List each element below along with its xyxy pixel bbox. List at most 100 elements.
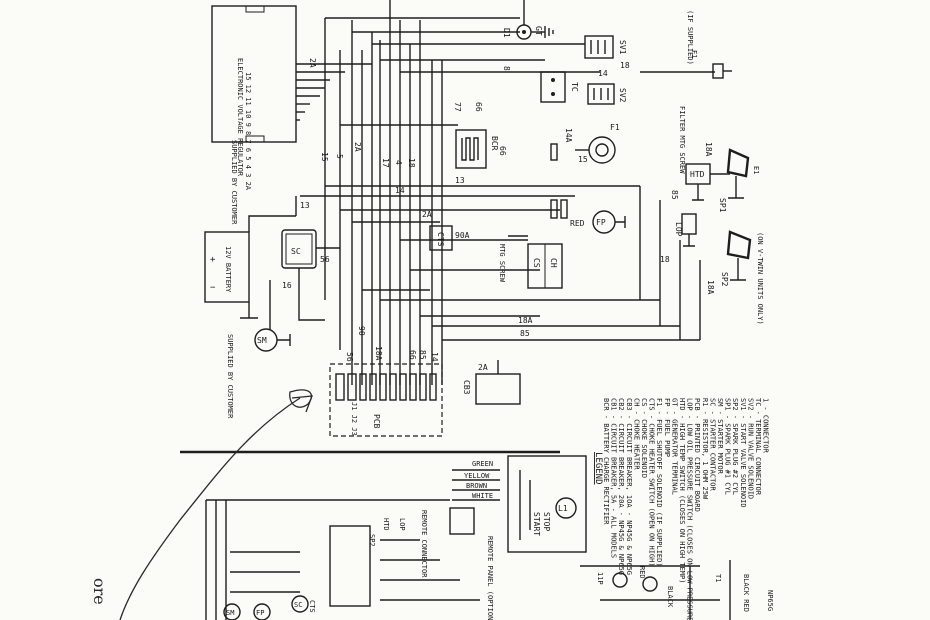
legend-item: CS - CHOKE SOLENOID [640, 398, 648, 478]
terminal-connector-tc: TC [540, 71, 579, 103]
green-wire-label: GREEN [472, 460, 493, 468]
legend-item: CB1 - CIRCUIT BREAKER, 5A - ALL MODELS [610, 398, 618, 558]
sp1-label: SP1 [718, 198, 727, 213]
printed-circuit-board: PCB J1 J2 J3 [329, 363, 443, 437]
pcb-label: PCB [372, 414, 381, 429]
battery-minus: − [210, 283, 216, 293]
wire-14-label: 14 [395, 186, 405, 195]
wire-2a-center-label: 2A [353, 142, 362, 152]
supplied-by-customer-bottom: SUPPLIED BY CUSTOMER [226, 334, 234, 419]
cb3-label: CB3 [462, 380, 471, 395]
e1-label: E1 [752, 166, 760, 174]
legend-item: 1 - CONNECTOR [762, 398, 770, 454]
supplied-by-customer-top: SUPPLIED BY CUSTOMER [230, 140, 238, 225]
yellow-wire-label: YELLOW [464, 472, 490, 480]
if-supplied-note: (IF SUPPLIED) [686, 10, 694, 65]
wire-66-lower-label: 66 [498, 146, 507, 156]
l1-label: L1 [558, 504, 568, 513]
remote-panel: L1 STOP START [507, 455, 587, 553]
wire-66-pcb-label: 66 [408, 350, 417, 360]
battery-charge-rectifier: BCR [455, 129, 499, 169]
handwritten-text: ore [90, 578, 109, 605]
sc-lower: SC [291, 595, 309, 613]
run-valve-sv2: SV2 [587, 83, 627, 105]
lop-label: LOP [674, 222, 683, 237]
choke-solenoid: CS CH [527, 243, 563, 289]
fp-lower: FP [253, 603, 271, 620]
legend-item: CTS - CHOKE HEATER SWITCH (OPEN ON HIGH) [648, 398, 656, 567]
tc-label: TC [570, 82, 579, 92]
cts-label: CTS [436, 232, 445, 247]
wire-5-label: 5 [335, 154, 344, 159]
wire-14a-label: 14A [564, 128, 573, 143]
black-lower-label: BLACK [666, 586, 674, 608]
wire-56-label: 56 [345, 352, 354, 362]
legend-title: LEGEND [593, 452, 603, 485]
legend-item: CB3 - CIRCUIT BREAKER, 1OA - NP45G & NP6… [625, 398, 633, 575]
wire-18a-top-label: 18A [704, 142, 713, 157]
htd-label: HTD [690, 170, 705, 179]
wire-90-label: 90 [357, 326, 366, 336]
inline-resistor-3 [560, 199, 568, 219]
remote-connector: REMOTE CONNECTOR [420, 507, 475, 578]
bcr-label: BCR [490, 136, 499, 151]
spark-plug-2: SP2 (ON V-TWIN UNITS ONLY) [720, 230, 764, 325]
wire-77-label: 77 [453, 102, 462, 112]
legend-item: GT - GENERATOR TERMINAL [670, 398, 678, 495]
legend-item: PCB - PRINTED CIRCUIT BOARD [693, 398, 701, 512]
fuel-pump: FP [592, 210, 626, 234]
high-temp-switch: HTD [685, 163, 730, 201]
fp-lower-label: FP [256, 609, 264, 617]
sp2-lower-label: SP2 [368, 534, 376, 547]
choke-heater-switch: CTS [429, 225, 453, 251]
remote-panel-label: REMOTE PANEL (OPTIONAL) [486, 536, 494, 620]
wire-16-label: 16 [282, 281, 292, 290]
inline-resistor-1 [550, 143, 558, 161]
htd-lower-label: HTD [382, 518, 390, 531]
voltage-regulator: ELECTRONIC VOLTAGE REGULATOR 15 12 11 10… [211, 5, 297, 191]
wire-2a-cb3-label: 2A [478, 363, 488, 372]
legend-item: CH - CHOKE HEATER [632, 398, 640, 470]
starter-motor: SM [254, 328, 291, 352]
legend-item: R1 - RESISTOR, 1 OHM 25W [701, 398, 709, 500]
wire-17-label: 17 [381, 158, 390, 168]
wire-18a-label: 18A [518, 316, 533, 325]
d1-label: D1 [502, 28, 511, 38]
pcb-pins-label: J1 J2 J3 [350, 402, 358, 436]
wire-90a-label: 90A [455, 231, 470, 240]
sv2-label: SV2 [618, 88, 627, 103]
legend-item: SV1 - START VALVE SOLENOID [739, 398, 747, 508]
legend-item: FP - FUEL PUMP [663, 398, 671, 457]
wire-15-right-label: 15 [578, 155, 588, 164]
battery-plus: + [210, 255, 216, 265]
sv1-label: SV1 [618, 40, 627, 55]
f1-note-label: F1 [690, 50, 698, 58]
np65g-label: NP65G [766, 590, 774, 611]
t1-label: T1 [714, 574, 722, 582]
wire-15-label: 15 [320, 152, 329, 162]
voltage-regulator-label: ELECTRONIC VOLTAGE REGULATOR [236, 58, 244, 177]
legend-item: LOP - LOW OIL PRESSURE SWITCH (CLOSES ON… [686, 398, 694, 620]
white-wire-label: WHITE [472, 492, 493, 500]
wire-66-label: 66 [474, 102, 483, 112]
wire-13-label: 13 [455, 176, 465, 185]
circuit-breaker-cb3: CB3 [462, 360, 521, 405]
sm-lower: SM [223, 603, 241, 620]
f1-label: F1 [610, 123, 620, 132]
wire-85-right-label: 85 [670, 190, 679, 200]
black-red-label: BLACK RED [742, 574, 750, 612]
legend-item: CB2 - CIRCUIT BREAKER, 20A - NP45G & NP6… [617, 398, 625, 575]
wire-13-left-label: 13 [300, 201, 310, 210]
wire-18-top-label: 18 [620, 61, 630, 70]
regulator-terminal-labels: 15 12 11 10 9 8 7 6 5 4 3 2A [244, 72, 252, 191]
red-wire-label: RED [570, 219, 585, 228]
legend-item: SC - STARTER CONTACTOR [708, 398, 716, 492]
wire-56-sc-label: 56 [320, 255, 330, 264]
sm-label: SM [257, 336, 267, 345]
sc-lower-label: SC [294, 601, 302, 609]
v-twin-note: (ON V-TWIN UNITS ONLY) [756, 232, 764, 325]
spark-plug-1: SP1 E1 [718, 148, 760, 213]
start-label: START [532, 512, 541, 536]
fp-label: FP [596, 218, 606, 227]
